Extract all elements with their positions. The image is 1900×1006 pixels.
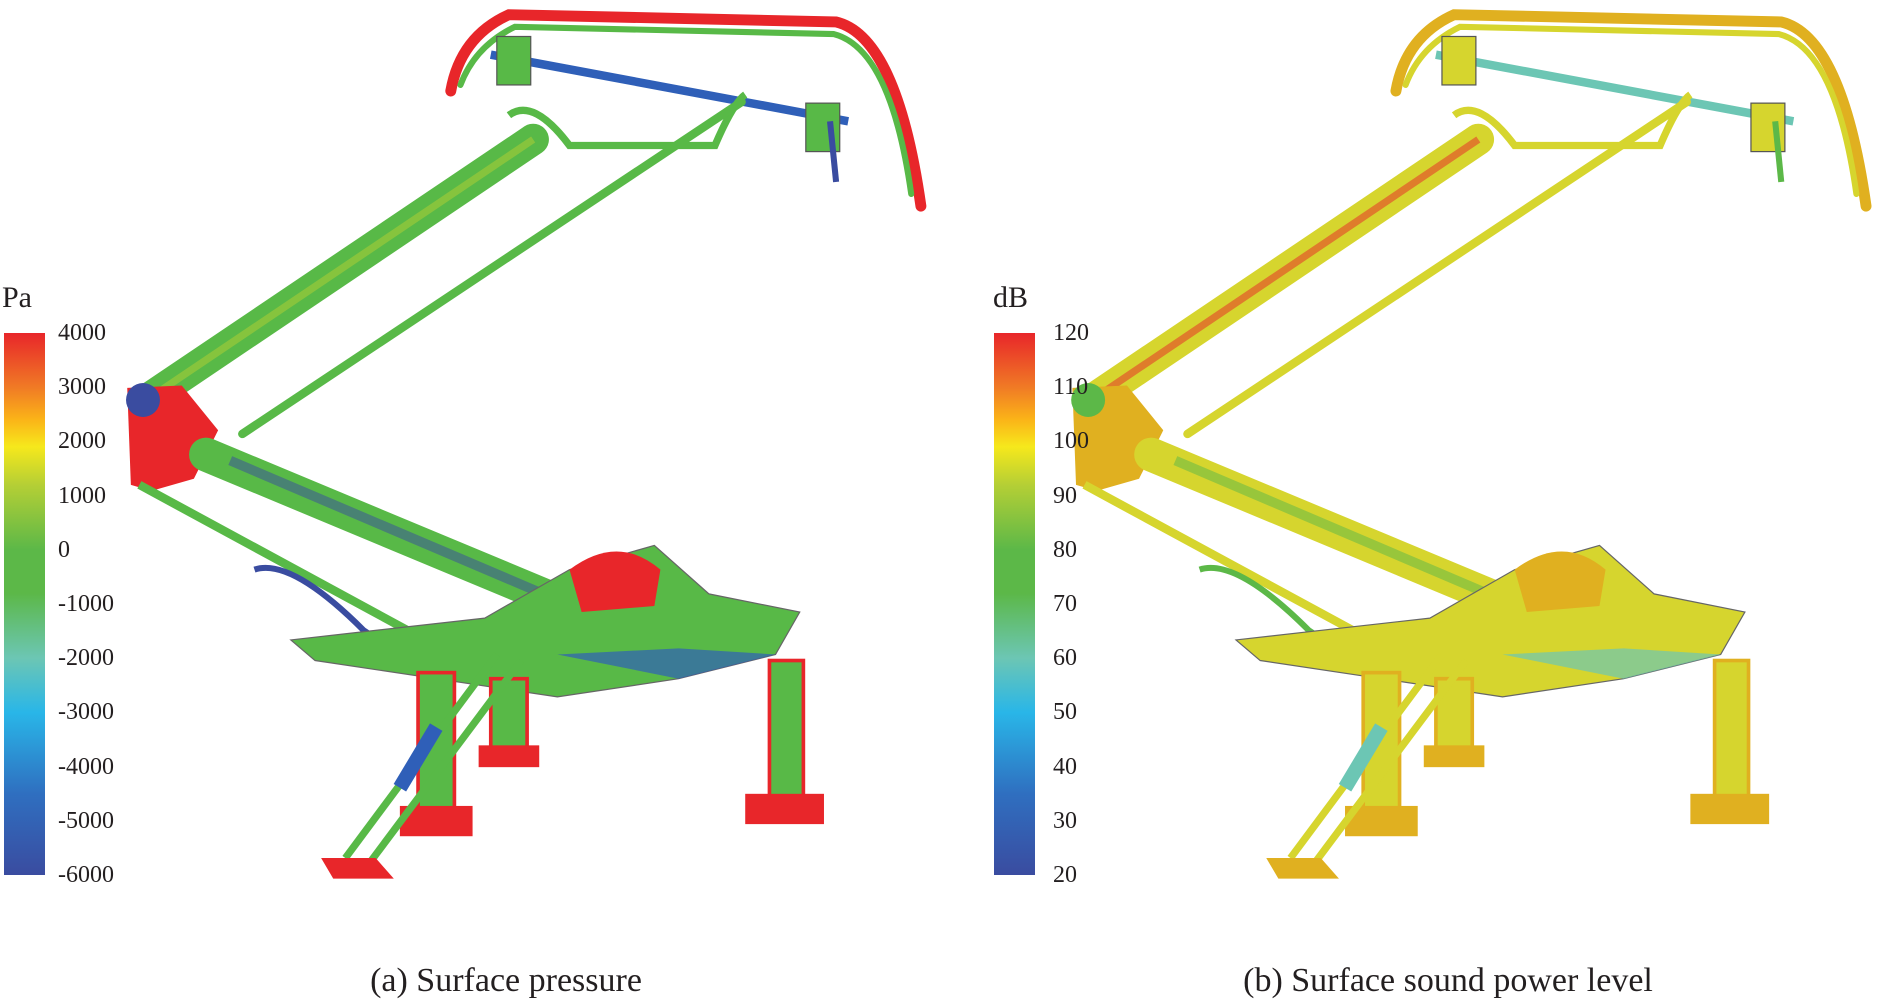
tick-label: 0 xyxy=(58,536,70,563)
tick-label: -1000 xyxy=(58,591,114,617)
figure-caption: (a) Surface pressure xyxy=(370,962,642,999)
tick-label: 100 xyxy=(1053,428,1089,455)
tick-label: 60 xyxy=(1053,645,1077,672)
figure-caption: (b) Surface sound power level xyxy=(1243,962,1653,999)
tick-label: -5000 xyxy=(58,807,114,834)
tick-label: 30 xyxy=(1053,807,1077,834)
tick-label: 80 xyxy=(1053,536,1077,563)
tick-label: 20 xyxy=(1053,862,1077,888)
tick-label: 110 xyxy=(1053,374,1089,401)
tick-label: 1000 xyxy=(58,482,106,509)
tick-label: -3000 xyxy=(58,699,114,726)
colorbar-unit: Pa xyxy=(2,281,32,314)
tick-label: -4000 xyxy=(58,753,114,780)
panel-surface-pressure: Pa 4000 3000 2000 1000 0 -1000 -2000 -30… xyxy=(2,281,642,999)
tick-label: 120 xyxy=(1053,320,1089,346)
colorbar xyxy=(4,333,45,875)
tick-label: 50 xyxy=(1053,699,1077,726)
tick-label: 2000 xyxy=(58,428,106,455)
tick-label: 70 xyxy=(1053,591,1077,617)
colorbar xyxy=(994,333,1035,875)
tick-label: 4000 xyxy=(58,320,106,346)
tick-label: 40 xyxy=(1053,753,1077,780)
tick-label: 90 xyxy=(1053,482,1077,509)
colorbar-unit: dB xyxy=(993,281,1029,314)
tick-label: 3000 xyxy=(58,374,106,401)
tick-label: -2000 xyxy=(58,645,114,672)
tick-label: -6000 xyxy=(58,862,114,888)
